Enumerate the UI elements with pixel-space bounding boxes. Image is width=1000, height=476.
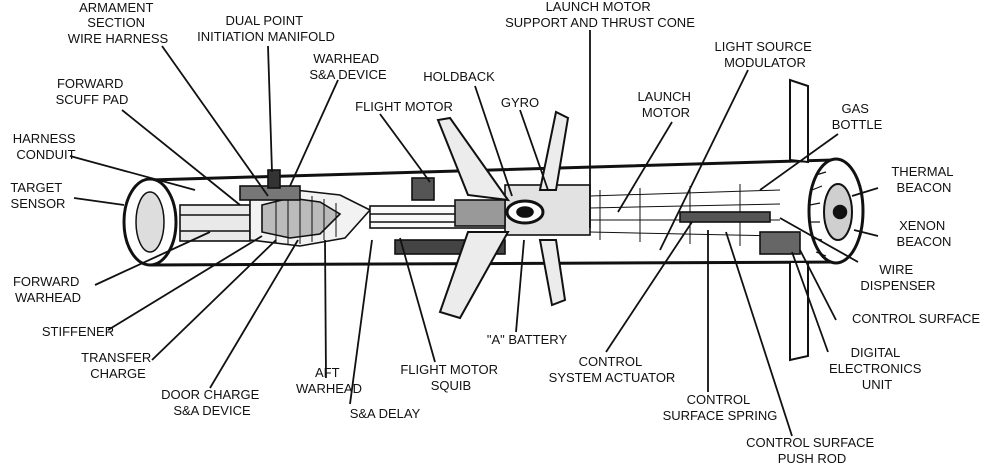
missile-body [122,157,865,267]
label-wire-dispenser: WIRE DISPENSER [860,262,935,293]
label-warhead-sa: WARHEAD S&A DEVICE [309,51,387,82]
label-dual-point: DUAL POINT INITIATION MANIFOLD [197,13,335,44]
label-control-surface-spring: CONTROL SURFACE SPRING [663,392,778,423]
label-thermal-beacon: THERMAL BEACON [891,164,956,195]
labels: ARMAMENT SECTION WIRE HARNESS DUAL POINT… [10,0,980,466]
label-armament-section: ARMAMENT SECTION WIRE HARNESS [68,0,169,46]
label-control-system-actuator: CONTROL SYSTEM ACTUATOR [549,354,676,385]
label-launch-motor-support: LAUNCH MOTOR SUPPORT AND THRUST CONE [505,0,695,30]
label-sa-delay: S&A DELAY [350,406,421,421]
label-door-charge: DOOR CHARGE S&A DEVICE [161,387,263,418]
label-holdback: HOLDBACK [423,69,495,84]
label-flight-motor: FLIGHT MOTOR [355,99,453,114]
label-digital-electronics: DIGITAL ELECTRONICS UNIT [829,345,925,392]
label-stiffener: STIFFENER [42,324,114,339]
label-control-surface: CONTROL SURFACE [852,311,980,326]
label-control-surface-push-rod: CONTROL SURFACE PUSH ROD [746,435,878,466]
label-target-sensor: TARGET SENSOR [10,180,65,211]
label-a-battery: "A" BATTERY [487,332,568,347]
label-gyro: GYRO [501,95,539,110]
label-forward-scuff-pad: FORWARD SCUFF PAD [56,76,129,107]
label-transfer-charge: TRANSFER CHARGE [81,350,155,381]
label-xenon-beacon: XENON BEACON [897,218,952,249]
label-flight-motor-squib: FLIGHT MOTOR SQUIB [400,362,501,393]
label-forward-warhead: FORWARD WARHEAD [13,274,83,305]
label-harness-conduit: HARNESS CONDUIT [13,131,79,162]
label-aft-warhead: AFT WARHEAD [296,365,362,396]
label-gas-bottle: GAS BOTTLE [832,101,883,132]
leader-lines [69,30,879,437]
label-light-source: LIGHT SOURCE MODULATOR [715,39,816,70]
label-launch-motor: LAUNCH MOTOR [637,89,694,120]
